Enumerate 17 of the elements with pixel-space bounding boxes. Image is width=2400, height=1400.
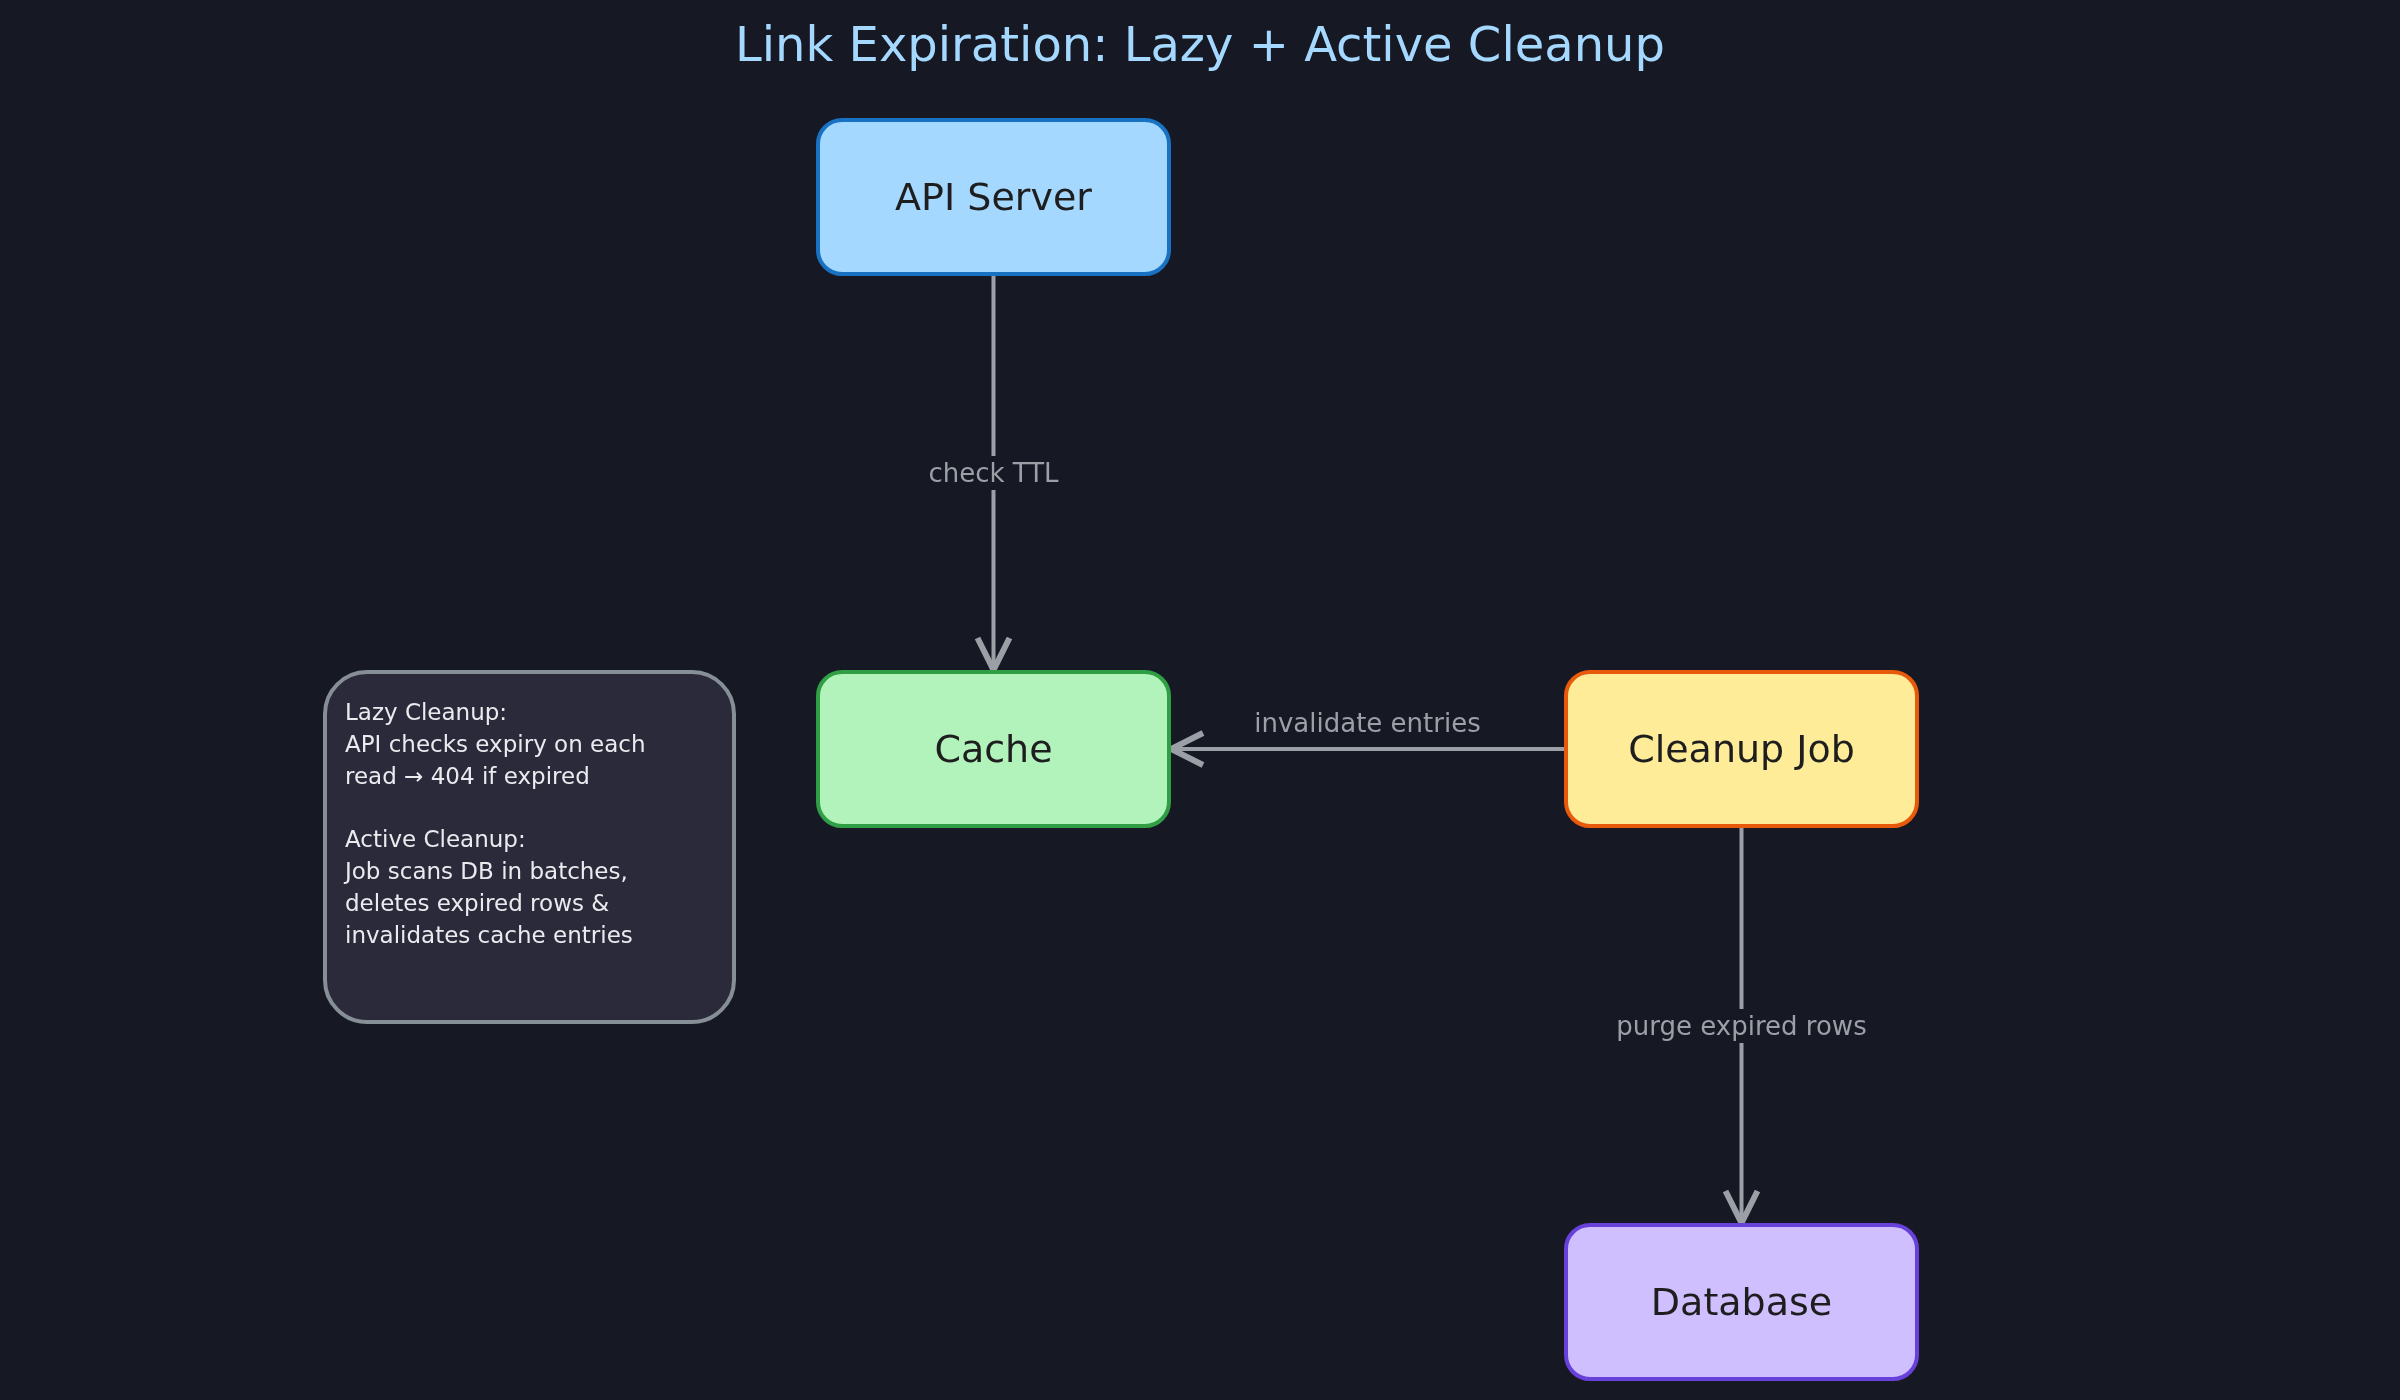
- node-label: Cache: [934, 727, 1053, 771]
- process-box: [1564, 670, 1919, 828]
- arrow: [1722, 828, 1761, 1226]
- arrow: [974, 276, 1013, 673]
- process-box: [1564, 1223, 1919, 1381]
- arrow: [1168, 730, 1564, 768]
- process-box: [816, 118, 1171, 276]
- note-text: Job scans DB in batches, deletes expired rows & invalidates cache entries: [345, 856, 634, 951]
- node-label: Cleanup Job: [1628, 727, 1855, 771]
- node-label: Database: [1650, 1280, 1833, 1324]
- note-text: API checks expiry on each read → 404 if expired: [345, 730, 647, 792]
- diagram-title: Link Expiration: Lazy + Active Cleanup: [734, 16, 1666, 72]
- note-heading: Lazy Cleanup:: [345, 698, 508, 727]
- process-box: [816, 670, 1171, 828]
- node-label: API Server: [895, 175, 1092, 219]
- note-heading: Active Cleanup:: [345, 824, 526, 854]
- note-box: [323, 670, 736, 1024]
